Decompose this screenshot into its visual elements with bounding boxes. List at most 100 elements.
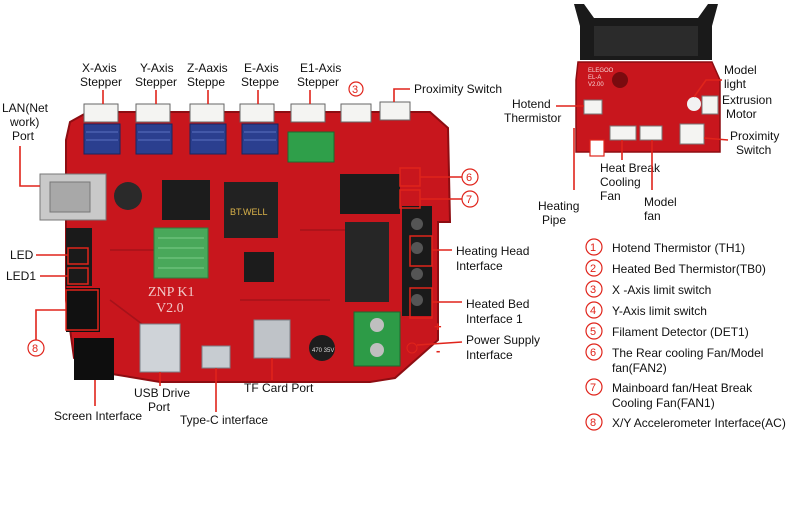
capacitor	[309, 335, 335, 361]
tf-card-label: TF Card Port	[244, 381, 314, 395]
z-axis-label-line2: Steppe	[187, 75, 225, 89]
legend-7-num: 7	[590, 382, 596, 394]
power-supply-label-line2: Interface	[466, 348, 513, 362]
marker-6-text: 6	[466, 172, 472, 184]
heating-pipe-line1: Heating	[538, 199, 579, 213]
e-axis-label: E-Axis Steppe	[241, 61, 279, 89]
legend-3-text: X -Axis limit switch	[612, 283, 711, 297]
heater-terminals	[402, 206, 432, 316]
marker-8-text: 8	[32, 343, 38, 355]
side-proximity-line2: Switch	[736, 143, 771, 157]
marker-3-text: 3	[352, 84, 358, 96]
tf-card-slot	[253, 319, 291, 359]
board-silk-version: V2.0	[156, 301, 184, 316]
marker-3-circle	[348, 81, 364, 97]
e1-axis-label-line1: E1-Axis	[300, 61, 341, 75]
side-silk-line1: ELEGOO	[588, 68, 614, 74]
mcu-chip	[162, 180, 210, 220]
legend-5-circle	[585, 322, 603, 340]
model-light-line1: Model	[724, 63, 757, 77]
legend: 1 Hotend Thermistor (TH1) 2 Heated Bed T…	[585, 238, 786, 431]
power-supply-label-line1: Power Supply	[466, 333, 540, 347]
usb-drive-label-line1: USB Drive	[134, 386, 190, 400]
power-plus: +	[434, 319, 442, 334]
relay-chip	[224, 182, 278, 238]
mosfets	[345, 222, 389, 302]
legend-7-circle	[585, 378, 603, 396]
model-fan-line1: Model	[644, 195, 677, 209]
extrusion-motor-line2: Motor	[726, 107, 757, 121]
stepper-driver-heatsinks	[83, 123, 279, 155]
heat-break-fan-line3: Fan	[600, 189, 621, 203]
green-heatsink	[153, 227, 209, 279]
usb-drive-connector	[139, 323, 181, 373]
power-minus: -	[436, 343, 440, 358]
legend-8-circle	[585, 413, 603, 431]
legend-2-circle	[585, 259, 603, 277]
green-module	[287, 131, 335, 163]
screen-interface-label: Screen Interface	[54, 409, 142, 423]
legend-6-text-line1: The Rear cooling Fan/Model	[612, 346, 763, 360]
lan-label-line1: LAN(Net	[2, 101, 49, 115]
heating-head-label-line2: Interface	[456, 259, 503, 273]
e-axis-label-line2: Steppe	[241, 75, 279, 89]
legend-4-num: 4	[590, 305, 596, 317]
legend-5-num: 5	[590, 326, 596, 338]
legend-6-circle	[585, 343, 603, 361]
type-c-connector	[201, 345, 231, 369]
stepper-connectors	[83, 101, 411, 123]
heated-bed-label-line2: Interface 1	[466, 312, 523, 326]
y-axis-label-line2: Stepper	[135, 75, 177, 89]
heat-break-fan-line1: Heat Break	[600, 161, 661, 175]
type-c-label: Type-C interface	[180, 413, 268, 427]
usb-drive-label-line2: Port	[148, 400, 171, 414]
relay-chip-text: BT.WELL	[230, 207, 268, 217]
board-silk-model: ZNP K1	[148, 285, 195, 300]
legend-4-circle	[585, 301, 603, 319]
hotend-thermistor-line2: Thermistor	[504, 111, 561, 125]
legend-4-text: Y-Axis limit switch	[612, 304, 707, 318]
legend-8-text: X/Y Accelerometer Interface(AC)	[612, 416, 786, 430]
y-axis-label: Y-Axis Stepper	[135, 61, 177, 89]
legend-3-num: 3	[590, 284, 596, 296]
x-axis-label-line1: X-Axis	[82, 61, 117, 75]
accelerometer-header	[66, 288, 100, 332]
side-proximity-line1: Proximity	[730, 129, 779, 143]
lan-label-line3: Port	[12, 129, 35, 143]
heating-pipe-line2: Pipe	[542, 213, 566, 227]
legend-2-text: Heated Bed Thermistor(TB0)	[612, 262, 766, 276]
legend-6-num: 6	[590, 347, 596, 359]
capacitor-text: 470 35V	[312, 348, 334, 354]
legend-1-text: Hotend Thermistor (TH1)	[612, 241, 745, 255]
side-silk-line2: EL-A	[588, 75, 601, 81]
legend-6-text-line2: fan(FAN2)	[612, 361, 667, 375]
hotend-thermistor-line1: Hotend	[512, 97, 551, 111]
screen-connector	[74, 338, 114, 380]
e1-axis-label: E1-Axis Stepper	[297, 61, 341, 89]
lan-port	[39, 173, 142, 221]
led-label: LED	[10, 248, 34, 262]
legend-2-num: 2	[590, 263, 596, 275]
proximity-switch-label: Proximity Switch	[414, 82, 502, 96]
marker-7-text: 7	[466, 194, 472, 206]
lan-label-line2: work)	[9, 115, 39, 129]
y-axis-label-line1: Y-Axis	[140, 61, 174, 75]
legend-8-num: 8	[590, 417, 596, 429]
model-fan-line2: fan	[644, 209, 661, 223]
legend-7-text-line1: Mainboard fan/Heat Break	[612, 381, 753, 395]
heated-bed-label-line1: Heated Bed	[466, 297, 529, 311]
x-axis-label-line2: Stepper	[80, 75, 122, 89]
x-axis-label: X-Axis Stepper	[80, 61, 122, 89]
legend-1-circle	[585, 238, 603, 256]
e-axis-label-line1: E-Axis	[244, 61, 279, 75]
legend-7-text-line2: Cooling Fan(FAN1)	[612, 396, 715, 410]
heating-head-label-line1: Heating Head	[456, 244, 529, 258]
model-light-line2: light	[724, 77, 747, 91]
legend-1-num: 1	[590, 242, 596, 254]
z-axis-label: Z-Aaxis Steppe	[187, 61, 228, 89]
e1-axis-label-line2: Stepper	[297, 75, 339, 89]
marker-6-circle	[461, 168, 479, 186]
marker-7-circle	[461, 190, 479, 208]
extrusion-motor-line1: Extrusion	[722, 93, 772, 107]
